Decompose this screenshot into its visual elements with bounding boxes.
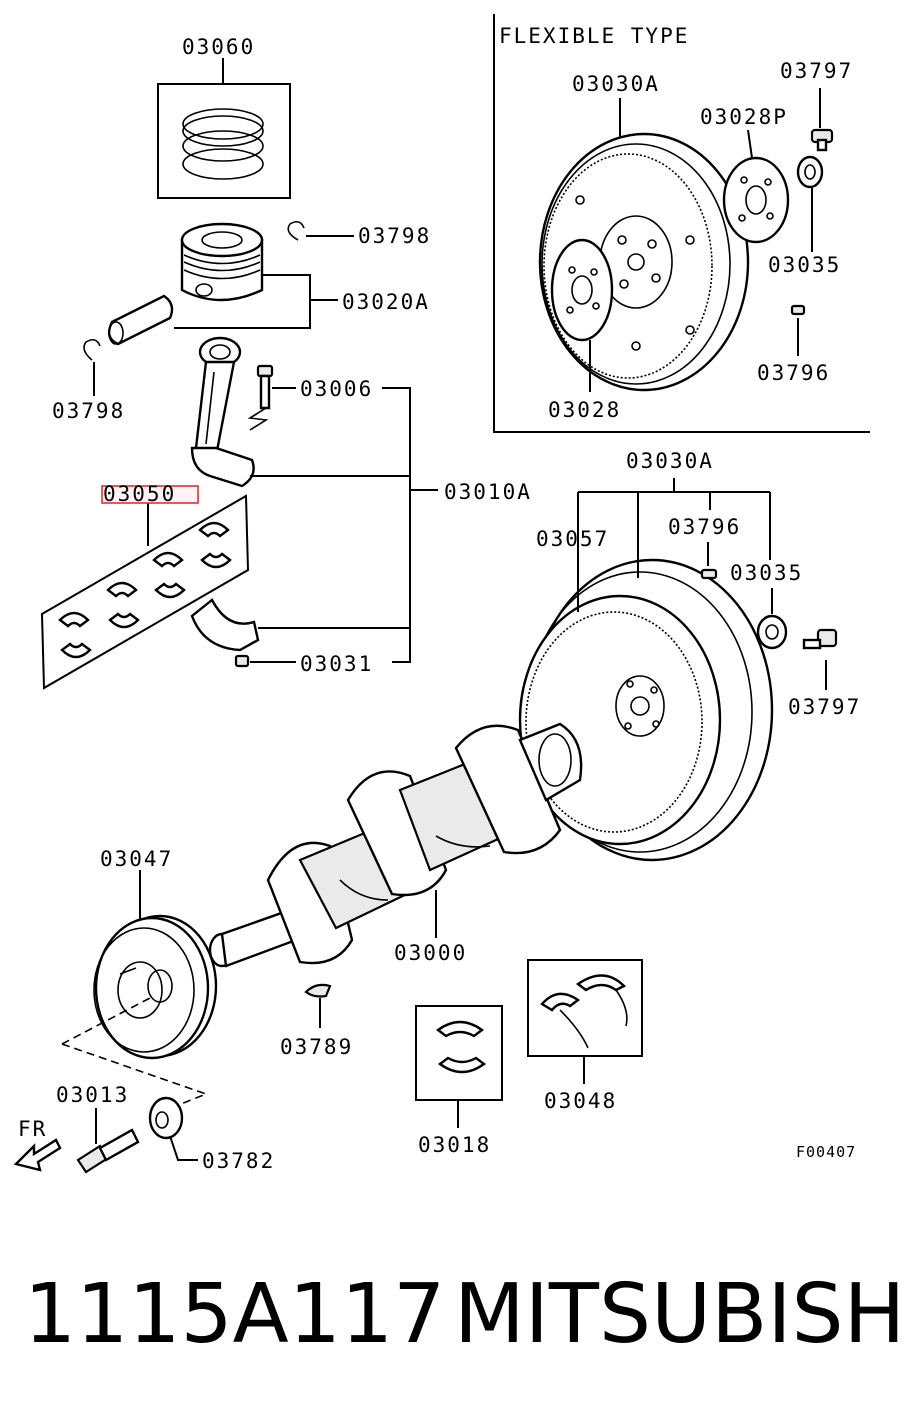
adapter-plate xyxy=(722,156,790,244)
front-arrow: FR xyxy=(13,1117,62,1172)
main-bearing-box xyxy=(415,1005,503,1128)
rod-cap xyxy=(190,598,260,668)
callout-03000: 03000 xyxy=(394,941,467,965)
callout-03796-top: 03796 xyxy=(757,361,830,385)
pulley-washer xyxy=(148,1096,184,1140)
piston-pin xyxy=(107,294,174,346)
dowel-pin-mid xyxy=(700,568,718,580)
callout-03031: 03031 xyxy=(300,652,373,676)
callout-03006: 03006 xyxy=(300,377,373,401)
pilot-bearing-top xyxy=(796,155,824,189)
snap-ring-top xyxy=(287,220,305,241)
callout-03798-top: 03798 xyxy=(358,224,431,248)
callout-03789: 03789 xyxy=(280,1035,353,1059)
snap-ring-left xyxy=(83,338,101,361)
callout-03798-left: 03798 xyxy=(52,399,125,423)
flywheel-bolt-mid xyxy=(802,628,838,650)
callout-03048: 03048 xyxy=(544,1089,617,1113)
connecting-rod xyxy=(190,336,255,488)
callout-03028: 03028 xyxy=(548,398,621,422)
bolt-thread-mark xyxy=(247,407,269,431)
main-flywheel xyxy=(518,558,774,862)
callout-03060: 03060 xyxy=(182,35,255,59)
woodruff-key xyxy=(304,983,332,998)
rod-bearing-set: 03050 xyxy=(40,482,250,690)
callout-03796-mid: 03796 xyxy=(668,515,741,539)
callout-03018: 03018 xyxy=(418,1133,491,1157)
piston-rings-group: 03060 xyxy=(157,35,291,199)
callout-03797-mid: 03797 xyxy=(788,695,861,719)
assembly-dashes xyxy=(61,997,209,1107)
crank-pulley xyxy=(93,914,218,1060)
piston xyxy=(180,222,264,302)
pulley-bolt xyxy=(76,1128,140,1174)
drive-plate-small xyxy=(550,238,614,342)
crankshaft xyxy=(208,722,583,968)
front-marker: FR xyxy=(18,1117,47,1141)
brand-name: MITSUBISHI xyxy=(454,1267,909,1362)
callout-03797-top: 03797 xyxy=(780,59,853,83)
thrust-washer-box xyxy=(527,959,643,1084)
highlight-box[interactable] xyxy=(101,485,199,504)
pilot-bearing-mid xyxy=(756,614,788,650)
callout-03030A-main: 03030A xyxy=(626,449,714,473)
callout-03047: 03047 xyxy=(100,847,173,871)
rod-bolt xyxy=(256,364,274,410)
callout-03782: 03782 xyxy=(202,1149,275,1173)
callout-03030A-flex: 03030A xyxy=(572,72,660,96)
leader-03020A xyxy=(174,274,311,329)
flexible-type-title: FLEXIBLE TYPE xyxy=(499,24,689,48)
flywheel-bolt-top xyxy=(810,128,834,152)
callout-03050-highlighted[interactable]: 03050 xyxy=(103,482,176,506)
dowel-pin-top xyxy=(790,304,806,316)
bearing-shells xyxy=(58,521,232,659)
callout-03035-top: 03035 xyxy=(768,253,841,277)
callout-03020A: 03020A xyxy=(342,290,430,314)
figure-code: F00407 xyxy=(796,1143,856,1161)
callout-03035-mid: 03035 xyxy=(730,561,803,585)
callout-03057: 03057 xyxy=(536,527,609,551)
callout-03028P: 03028P xyxy=(700,105,788,129)
callout-03013: 03013 xyxy=(56,1083,129,1107)
part-number: 1115A117 xyxy=(24,1267,445,1362)
callout-03010A: 03010A xyxy=(444,480,532,504)
flexible-type-inset: FLEXIBLE TYPE xyxy=(493,14,870,433)
